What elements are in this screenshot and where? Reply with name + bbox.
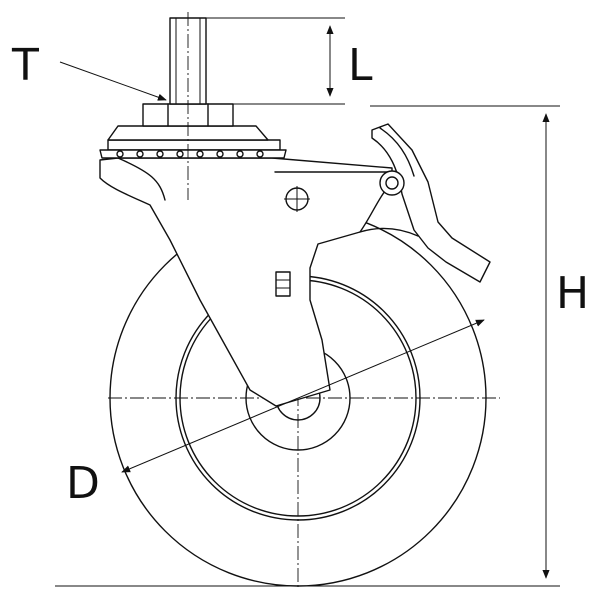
fork-bracket (99, 157, 393, 407)
fork-bend-line (117, 157, 166, 201)
dimension-t: T (11, 40, 167, 101)
label-l: L (348, 40, 373, 91)
dimension-l: L (206, 17, 373, 105)
brake-lever-body (371, 123, 491, 283)
bearing-balls (116, 150, 264, 158)
label-t: T (11, 40, 39, 91)
label-h: H (556, 268, 589, 319)
brake-pivot (379, 170, 405, 196)
brake-pad-line (359, 227, 419, 237)
bearing-race (99, 149, 287, 159)
brake-lever (359, 123, 491, 283)
fork-body (99, 157, 393, 407)
top-plate (107, 139, 281, 151)
dimension-d: D (66, 319, 485, 509)
dimension-h: H (55, 105, 589, 587)
fork-rivet (275, 271, 291, 297)
label-d: D (66, 458, 100, 509)
swivel-head (99, 12, 287, 200)
brake-lever-edge (379, 127, 415, 177)
